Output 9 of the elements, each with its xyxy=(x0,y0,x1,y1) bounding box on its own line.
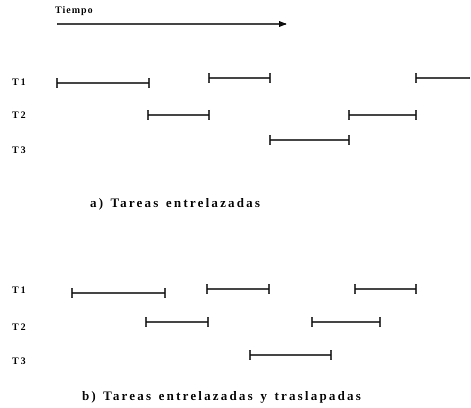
row-label: T2 xyxy=(12,323,28,333)
row-label: T1 xyxy=(12,78,28,88)
row-label: T1 xyxy=(12,286,28,296)
row-label: T3 xyxy=(12,146,28,156)
caption: b) Tareas entrelazadas y traslapadas xyxy=(82,389,363,402)
axis-label: Tiempo xyxy=(55,6,94,16)
row-label: T3 xyxy=(12,357,28,367)
caption: a) Tareas entrelazadas xyxy=(90,196,262,209)
row-label: T2 xyxy=(12,111,28,121)
